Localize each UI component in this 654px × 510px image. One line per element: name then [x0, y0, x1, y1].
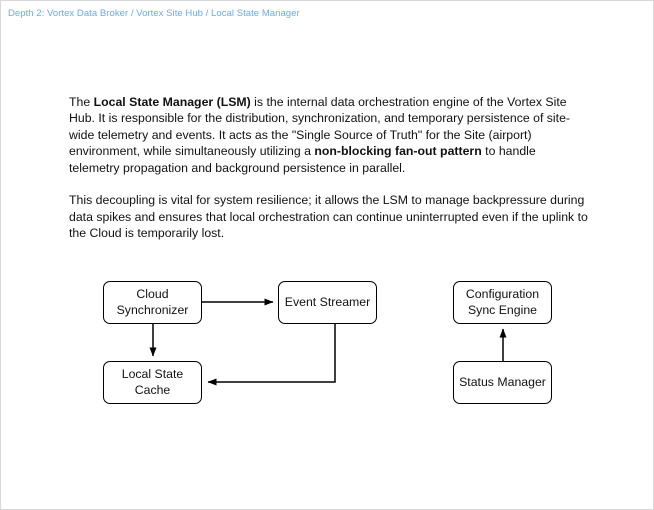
plain-text: is the internal data orchestration engin…	[69, 95, 571, 159]
edge-event-streamer-to-local-state-cache	[207, 324, 336, 386]
node-local-state-cache[interactable]: Local State Cache	[103, 361, 202, 404]
article-body: The Local State Manager (LSM) is the int…	[69, 94, 589, 242]
node-status-manager[interactable]: Status Manager	[453, 361, 552, 404]
node-label: Status Manager	[459, 374, 546, 389]
node-cloud-synchronizer[interactable]: Cloud Synchronizer	[103, 281, 202, 324]
plain-text: to handle telemetry propagation and back…	[69, 144, 536, 175]
node-label: Event Streamer	[284, 294, 371, 309]
plain-text: This decoupling is vital for system resi…	[69, 193, 588, 241]
emphasis-text: Local State Manager (LSM)	[93, 95, 251, 109]
emphasis-text: non-blocking fan-out pattern	[314, 144, 482, 159]
node-label: Cloud Synchronizer	[116, 287, 189, 317]
plain-text: The	[69, 95, 94, 109]
paragraph-2: This decoupling is vital for system resi…	[69, 192, 589, 241]
node-label: Configuration Sync Engine	[465, 287, 540, 317]
paragraph-1: The Local State Manager (LSM) is the int…	[69, 94, 589, 176]
node-event-streamer[interactable]: Event Streamer	[278, 281, 377, 324]
node-label: Local State Cache	[121, 367, 184, 397]
node-configuration-sync-engine[interactable]: Configuration Sync Engine	[453, 281, 552, 324]
breadcrumb[interactable]: Depth 2: Vortex Data Broker / Vortex Sit…	[8, 8, 300, 19]
